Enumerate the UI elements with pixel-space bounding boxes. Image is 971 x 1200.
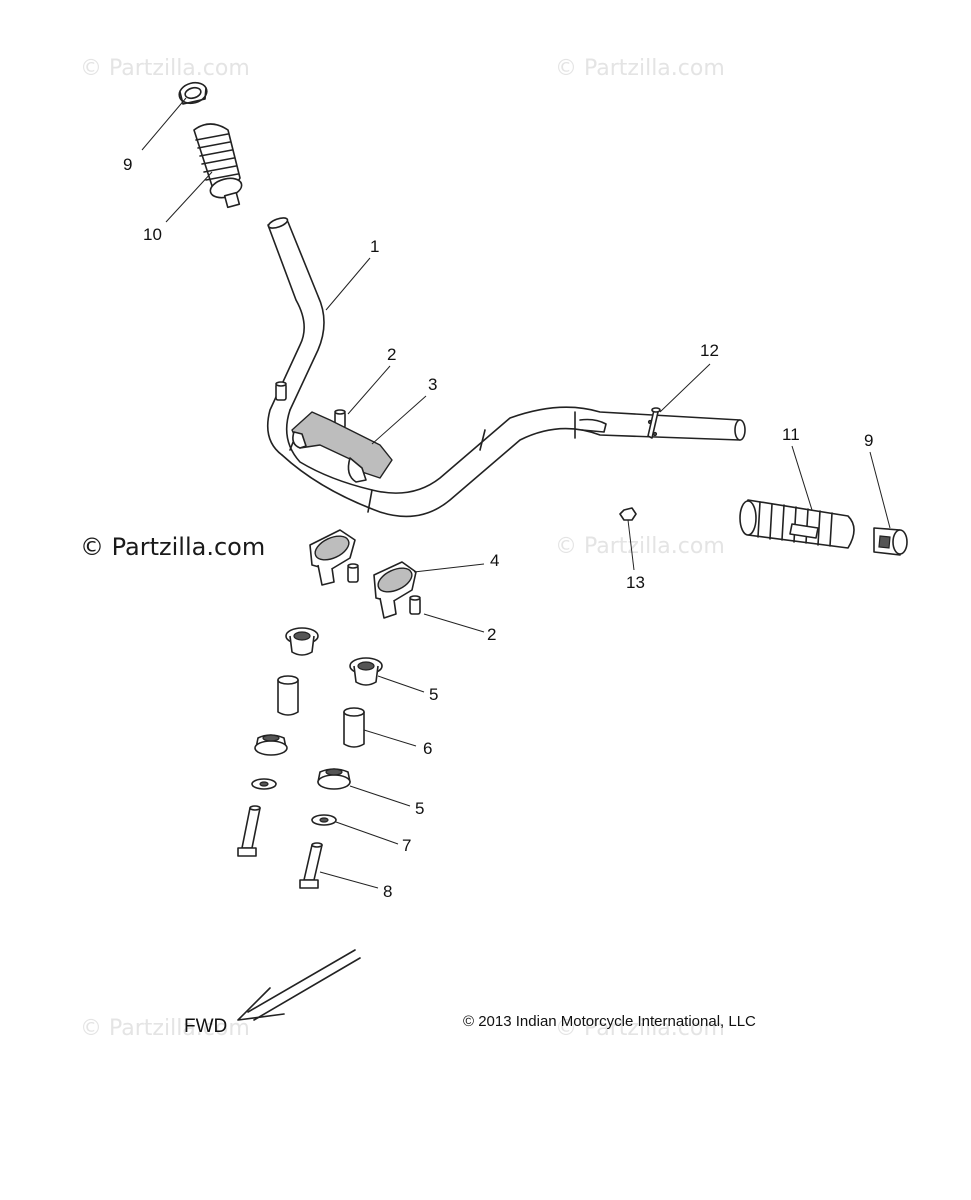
- part-2-bolt-riser-right: [409, 595, 421, 615]
- part-6-sleeve-left: [277, 675, 299, 716]
- part-2-bolt-top-left: [275, 381, 287, 401]
- callout-2-lower: 2: [487, 625, 496, 644]
- part-4-lower-riser-left: [309, 529, 356, 586]
- watermark-top-left: © Partzilla.com: [80, 56, 250, 81]
- callout-2-top: 2: [387, 345, 396, 364]
- callout-8: 8: [383, 882, 392, 901]
- callout-10: 10: [143, 225, 162, 244]
- callout-13: 13: [626, 573, 645, 592]
- callout-11: 11: [782, 425, 800, 444]
- part-2-bolt-riser-left: [347, 563, 359, 583]
- part-12-screw: [647, 407, 661, 439]
- part-10-grip-left: [193, 123, 243, 209]
- part-5-bushing-upper-left: [285, 627, 319, 656]
- copyright-text: © 2013 Indian Motorcycle International, …: [463, 1013, 756, 1030]
- watermark-bottom-right: © Partzilla.com: [555, 1016, 725, 1041]
- part-8-bolt-right: [299, 842, 323, 889]
- part-7-washer-right: [311, 814, 337, 826]
- part-11-grip-right: [739, 499, 855, 549]
- part-5-bushing-lower-left: [254, 734, 288, 756]
- callout-4: 4: [490, 551, 499, 570]
- watermark-mid-right: © Partzilla.com: [555, 534, 725, 559]
- callout-1: 1: [370, 237, 379, 256]
- watermark-bottom-left: © Partzilla.com: [80, 1016, 250, 1041]
- part-7-washer-left: [251, 778, 277, 790]
- part-5-bushing-lower-right: [317, 768, 351, 790]
- part-9-end-cap-left: [178, 81, 208, 105]
- callout-9-right: 9: [864, 431, 873, 450]
- watermark-mid-left: © Partzilla.com: [80, 533, 265, 561]
- part-13-nut: [619, 507, 637, 521]
- part-1-handlebar: [266, 217, 746, 518]
- part-9-end-cap-right: [873, 527, 908, 556]
- callout-3: 3: [428, 375, 437, 394]
- callout-6: 6: [423, 739, 432, 758]
- part-4-lower-riser-right: [373, 561, 417, 619]
- watermark-top-right: © Partzilla.com: [555, 56, 725, 81]
- fwd-label: FWD: [184, 1016, 227, 1037]
- callout-7: 7: [402, 836, 411, 855]
- part-8-bolt-left: [237, 805, 261, 857]
- forward-arrow-icon: [237, 949, 361, 1021]
- callout-12: 12: [700, 341, 719, 360]
- part-6-sleeve-right: [343, 707, 365, 748]
- callout-5-upper: 5: [429, 685, 438, 704]
- part-5-bushing-upper-right: [349, 657, 383, 686]
- leader-lines: [141, 97, 891, 889]
- part-3-upper-clamp: [291, 411, 393, 483]
- callout-9-left: 9: [123, 155, 132, 174]
- callout-5-lower: 5: [415, 799, 424, 818]
